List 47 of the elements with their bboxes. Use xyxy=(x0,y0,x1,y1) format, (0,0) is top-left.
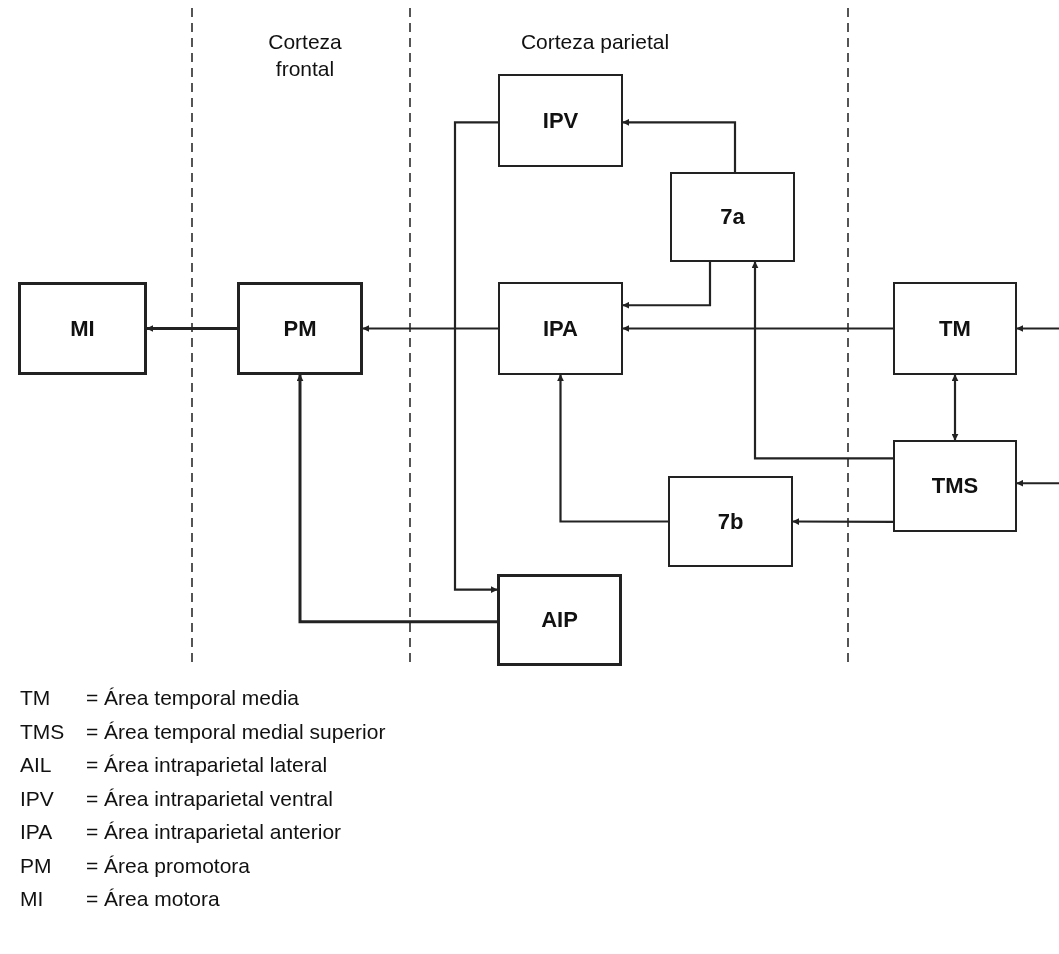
arrow xyxy=(751,261,893,460)
legend-abbreviation: IPV xyxy=(20,786,54,811)
arrow xyxy=(1016,479,1059,487)
legend-definition: = Área intraparietal anterior xyxy=(86,820,342,844)
legend-definition: = Área promotora xyxy=(86,853,250,878)
legend-abbreviation: AIL xyxy=(20,753,52,777)
area-label: TMS xyxy=(931,473,979,499)
arrow xyxy=(453,121,498,594)
arrow xyxy=(362,325,498,332)
area-label: PM xyxy=(283,315,317,342)
area-box xyxy=(497,574,622,666)
arrow xyxy=(1016,325,1059,332)
legend-definition: = Área intraparietal lateral xyxy=(86,753,328,777)
arrow xyxy=(622,262,712,309)
arrow xyxy=(622,118,737,172)
area-box xyxy=(893,440,1017,532)
area-box xyxy=(893,282,1017,375)
legend-abbreviation: TM xyxy=(20,686,51,710)
legend-definition: = Área temporal media xyxy=(86,686,300,710)
area-label: IPV xyxy=(542,107,579,134)
arrow xyxy=(296,374,497,624)
legend-definition: = Área temporal medial superior xyxy=(86,719,386,744)
legend-abbreviation: PM xyxy=(20,853,52,878)
arrow xyxy=(951,374,959,441)
arrow xyxy=(146,325,237,332)
area-label: 7b xyxy=(717,508,744,535)
area-label: AIP xyxy=(541,607,578,633)
area-box xyxy=(237,282,363,375)
column-heading: Corteza frontal xyxy=(267,29,343,83)
legend-definition: = Área motora xyxy=(86,887,220,911)
legend-definition: = Área intraparietal ventral xyxy=(86,786,333,811)
column-heading: Corteza parietal xyxy=(519,29,671,55)
area-label: IPA xyxy=(542,315,578,342)
area-label: MI xyxy=(70,315,95,342)
arrow xyxy=(792,518,893,525)
legend-abbreviation: TMS xyxy=(20,719,65,744)
area-box xyxy=(498,282,623,375)
area-box xyxy=(498,74,623,167)
area-label: 7a xyxy=(720,204,745,230)
arrow xyxy=(557,374,668,523)
area-label: TM xyxy=(939,315,971,342)
legend-abbreviation: IPA xyxy=(20,820,53,844)
area-box xyxy=(668,476,793,567)
area-box xyxy=(670,172,795,262)
legend-abbreviation: MI xyxy=(20,887,44,911)
area-box xyxy=(18,282,147,375)
arrow xyxy=(622,325,893,332)
